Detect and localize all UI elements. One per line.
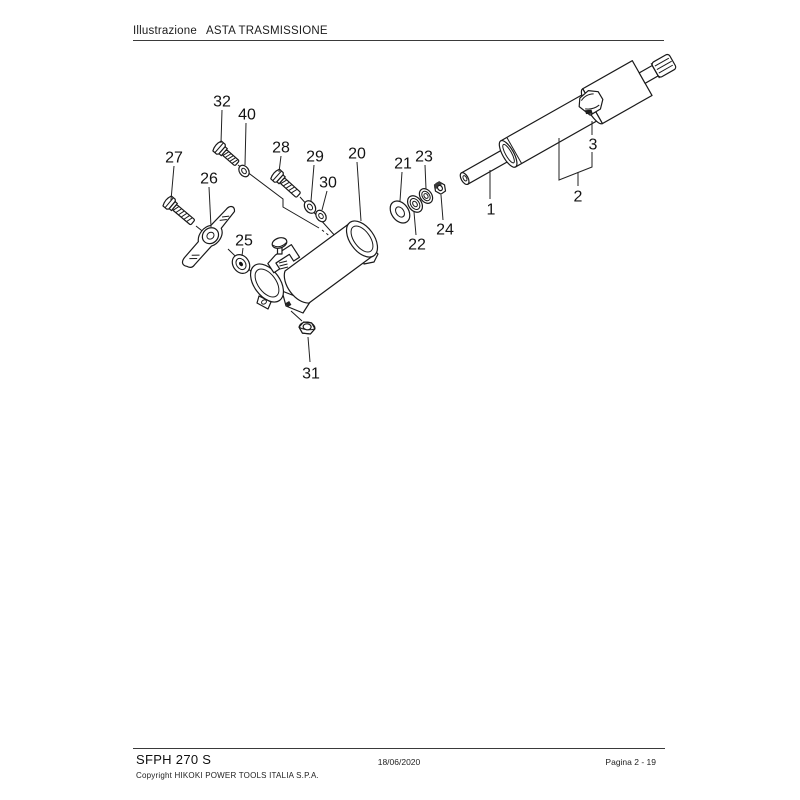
bolt-27-drawing (162, 195, 195, 226)
part-40-label: 40 (238, 107, 256, 124)
shaft-nut-drawing (578, 90, 604, 116)
header-rule (133, 40, 664, 42)
part-26-label: 26 (200, 171, 218, 188)
part-31-label: 31 (302, 366, 320, 383)
nut-24-drawing (433, 181, 447, 195)
part-28-label: 28 (272, 140, 290, 157)
part-32-leader (220, 109, 223, 144)
part-27-leader (170, 165, 175, 201)
model-code: SFPH 270 S (136, 752, 212, 767)
doc-type-label: Illustrazione (133, 25, 197, 37)
part-32-label: 32 (213, 94, 231, 111)
part-40-leader (244, 122, 247, 166)
part-22-leader (413, 211, 417, 236)
bolt-28-drawing (270, 168, 301, 198)
part-1-label: 1 (487, 202, 496, 219)
drive-shaft-drawing (459, 53, 677, 186)
part-25-label: 25 (235, 233, 253, 250)
footer-rule (133, 748, 665, 750)
nut-31-drawing (298, 321, 316, 335)
small-washers-drawing (231, 164, 327, 274)
part-25-leader (241, 247, 244, 257)
clamp-knob-drawing (271, 237, 288, 255)
part-2-bracket (558, 138, 593, 181)
wing-handle-drawing (181, 205, 236, 268)
part-2-label: 2 (574, 189, 583, 206)
part-21-leader (399, 171, 403, 202)
part-30-label: 30 (319, 175, 337, 192)
part-3-label: 3 (589, 137, 598, 154)
part-21-label: 21 (394, 156, 412, 173)
part-23-label: 23 (415, 149, 433, 166)
part-30-leader (321, 190, 328, 211)
part-26-leader (208, 186, 212, 228)
page-number: Pagina 2 - 19 (605, 757, 656, 767)
part-24-label: 24 (436, 222, 454, 239)
part-24-leader (440, 194, 444, 221)
part-29-leader (310, 164, 315, 202)
revision-date: 18/06/2020 (377, 757, 421, 767)
washer-stack-drawing (389, 181, 447, 224)
part-22-label: 22 (408, 237, 426, 254)
section-title: ASTA TRASMISSIONE (205, 25, 328, 37)
bolt-32-drawing (212, 140, 240, 166)
copyright-text: Copyright HIKOKI POWER TOOLS ITALIA S.P.… (136, 771, 319, 780)
part-20-label: 20 (348, 146, 366, 163)
part-28-leader (278, 155, 282, 173)
page-title: Illustrazione ASTA TRASMISSIONE (133, 25, 328, 37)
part-31-leader (307, 336, 311, 363)
part-20-leader (356, 161, 362, 222)
part-23-leader (424, 164, 427, 190)
part-27-label: 27 (165, 150, 183, 167)
clamp-housing-drawing (249, 220, 379, 335)
part-29-label: 29 (306, 149, 324, 166)
